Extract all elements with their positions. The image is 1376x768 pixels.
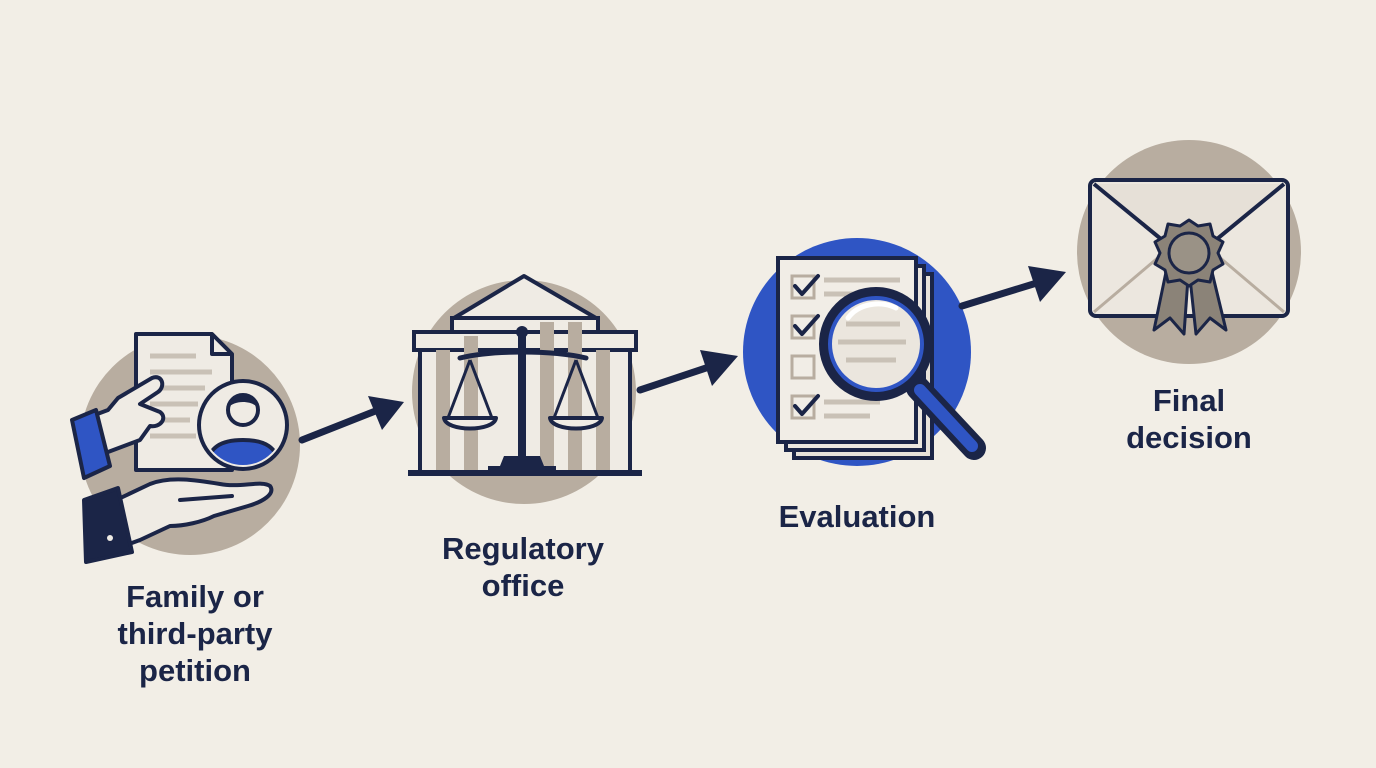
scales-icon (442, 326, 604, 472)
step-2-label: Regulatory office (442, 531, 604, 603)
person-avatar-icon (197, 379, 289, 471)
magnifier-icon (819, 287, 986, 460)
step-1-icon-petition-hands-icon (70, 332, 300, 564)
lower-hand-icon (82, 477, 274, 564)
upper-hand-icon (70, 375, 166, 480)
step-2-icon-courthouse-scales-icon (408, 274, 642, 504)
step-4-label: Final decision (1126, 383, 1252, 455)
arrow-2-icon (636, 350, 738, 394)
step-4-icon-sealed-envelope-icon (1077, 140, 1301, 364)
arrow-3-icon (958, 266, 1066, 310)
step-3-icon-magnifier-checklist-icon (743, 238, 986, 466)
step-1-label: Family or third-party petition (117, 579, 273, 688)
step-3-label: Evaluation (778, 499, 936, 534)
arrow-1-icon (298, 396, 404, 444)
wax-seal-icon (1152, 218, 1228, 336)
